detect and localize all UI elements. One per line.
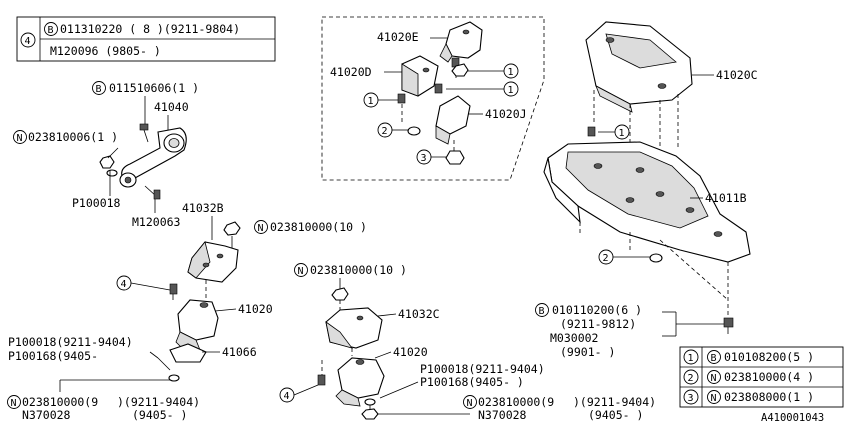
label-9211-9812: (9211-9812) bbox=[560, 317, 636, 331]
label-41032c: 41032C bbox=[398, 307, 440, 321]
svg-text:4: 4 bbox=[121, 279, 127, 290]
label-p100168-a: P100168(9405- bbox=[8, 349, 98, 363]
svg-text:1: 1 bbox=[688, 353, 694, 364]
label-m030002: M030002 bbox=[550, 331, 598, 345]
b-prefix: B bbox=[48, 25, 54, 36]
svg-text:1: 1 bbox=[368, 96, 374, 107]
label-41020-a: 41020 bbox=[238, 302, 273, 316]
label-41020d: 41020D bbox=[330, 65, 372, 79]
label-41020-b: 41020 bbox=[393, 345, 428, 359]
svg-text:N: N bbox=[258, 223, 264, 234]
label-n370028-b: N370028 bbox=[478, 408, 527, 422]
svg-text:1: 1 bbox=[508, 85, 514, 96]
svg-text:4: 4 bbox=[284, 391, 290, 402]
table-bottom-row3: 023808000(1 ) bbox=[724, 390, 814, 404]
svg-text:B: B bbox=[711, 353, 717, 364]
label-9405-b: (9405- ) bbox=[588, 408, 643, 422]
part-41040-torque-rod: B 011510606(1 ) 41040 N 023810006(1 ) P1… bbox=[13, 81, 199, 229]
svg-text:B: B bbox=[539, 306, 545, 317]
label-9211-9404-b: )(9211-9404) bbox=[573, 395, 656, 409]
svg-text:3: 3 bbox=[688, 393, 694, 404]
label-023810006: 023810006(1 ) bbox=[28, 130, 118, 144]
svg-text:B: B bbox=[96, 84, 102, 95]
b-circle bbox=[44, 22, 58, 36]
table-top-row1: 011310220 ( 8 )(9211-9804) bbox=[60, 22, 240, 36]
svg-text:N: N bbox=[298, 266, 304, 277]
ref-4-circle bbox=[20, 32, 36, 48]
label-011510606: 011510606(1 ) bbox=[109, 81, 199, 95]
label-p100018: P100018 bbox=[72, 196, 121, 210]
inset-41020e-41020d-41020j: 41020E 41020D 1 1 1 41020J 2 bbox=[321, 16, 545, 181]
label-41011b: 41011B bbox=[705, 191, 747, 205]
label-41066: 41066 bbox=[222, 345, 257, 359]
svg-text:N: N bbox=[711, 373, 717, 384]
label-023810000-10-b: 023810000(10 ) bbox=[310, 263, 407, 277]
label-41032b: 41032B bbox=[182, 201, 224, 215]
bottom-right-legend-table: 1 B 010108200(5 ) 2 N 023810000(4 ) 3 N … bbox=[679, 346, 844, 408]
label-p100168-b: P100168(9405- ) bbox=[420, 375, 524, 389]
svg-text:2: 2 bbox=[382, 126, 388, 137]
ref-4-label: 4 bbox=[25, 36, 31, 47]
label-p100018-b: P100018(9211-9404) bbox=[8, 335, 133, 349]
table-bottom-row1: 010108200(5 ) bbox=[724, 350, 814, 364]
label-9901: (9901- ) bbox=[560, 345, 615, 359]
svg-text:3: 3 bbox=[421, 153, 427, 164]
label-41020e: 41020E bbox=[377, 30, 419, 44]
label-41040: 41040 bbox=[154, 100, 189, 114]
label-n370028-a: N370028 bbox=[22, 408, 71, 422]
table-bottom-row2: 023810000(4 ) bbox=[724, 370, 814, 384]
part-41032b-41020-mount: 41032B N 023810000(10 ) 4 41020 41066 P1… bbox=[7, 201, 367, 422]
document-id: A410001043 bbox=[761, 412, 824, 424]
part-41032c-41020-mount: N 023810000(10 ) 41032C 41020 4 P100018(… bbox=[279, 263, 656, 422]
svg-text:N: N bbox=[467, 398, 473, 409]
label-m120063: M120063 bbox=[132, 215, 181, 229]
table-top-row2: M120096 (9805- ) bbox=[50, 44, 161, 58]
label-023810000-10-a: 023810000(10 ) bbox=[270, 220, 367, 234]
svg-text:N: N bbox=[11, 398, 17, 409]
label-41020j: 41020J bbox=[485, 107, 527, 121]
svg-text:1: 1 bbox=[508, 67, 514, 78]
label-9405-a: (9405- ) bbox=[132, 408, 187, 422]
right-bottom-labels: B 010110200(6 ) (9211-9812) M030002 (990… bbox=[535, 303, 724, 359]
svg-text:2: 2 bbox=[688, 373, 694, 384]
svg-text:N: N bbox=[17, 133, 23, 144]
label-023810000-9-a: 023810000(9 bbox=[22, 395, 98, 409]
top-left-legend-table: 4 B 011310220 ( 8 )(9211-9804) M120096 (… bbox=[16, 16, 276, 62]
part-41020c-41011b-crossmember: 41020C 1 41011B 2 bbox=[543, 21, 758, 334]
label-9211-9404-a: )(9211-9404) bbox=[117, 395, 200, 409]
label-p100018-c: P100018(9211-9404) bbox=[420, 362, 545, 376]
label-010110200: 010110200(6 ) bbox=[552, 303, 642, 317]
svg-text:2: 2 bbox=[603, 253, 609, 264]
label-023810000-9-b: 023810000(9 bbox=[478, 395, 554, 409]
svg-text:1: 1 bbox=[619, 128, 625, 139]
label-41020c: 41020C bbox=[716, 68, 758, 82]
svg-text:N: N bbox=[711, 393, 717, 404]
